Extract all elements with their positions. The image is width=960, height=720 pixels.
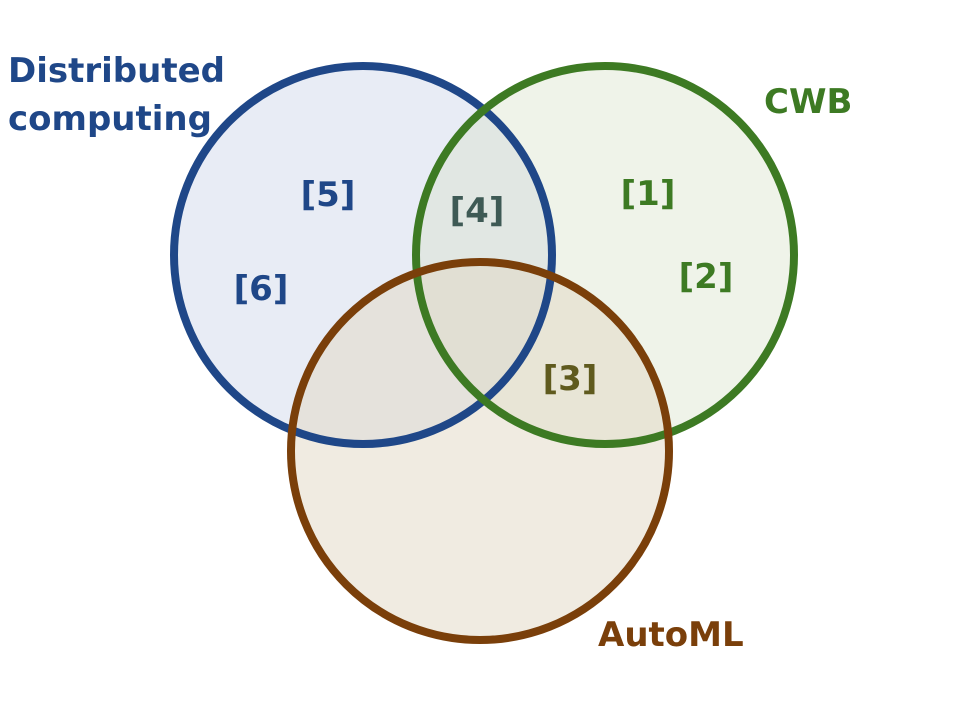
cwb-circle <box>412 62 798 448</box>
reference-1: [1] <box>621 174 676 214</box>
reference-3: [3] <box>543 359 598 399</box>
reference-2: [2] <box>679 257 734 297</box>
reference-5: [5] <box>301 175 356 215</box>
reference-4: [4] <box>450 191 505 231</box>
circle-outlines <box>170 62 798 644</box>
cwb-label: CWB <box>764 82 852 122</box>
distributed-computing-label-line2: computing <box>8 99 212 139</box>
automl-circle <box>287 258 673 644</box>
automl-label: AutoML <box>598 615 744 655</box>
reference-labels: [1] [2] [3] [4] [5] [6] <box>234 174 734 399</box>
set-labels: Distributed computing CWB AutoML <box>8 51 852 655</box>
automl-fill <box>291 262 669 640</box>
circle-fills <box>174 66 794 640</box>
distributed-computing-circle <box>170 62 556 448</box>
reference-6: [6] <box>234 269 289 309</box>
distributed-computing-label-line1: Distributed <box>8 51 225 91</box>
